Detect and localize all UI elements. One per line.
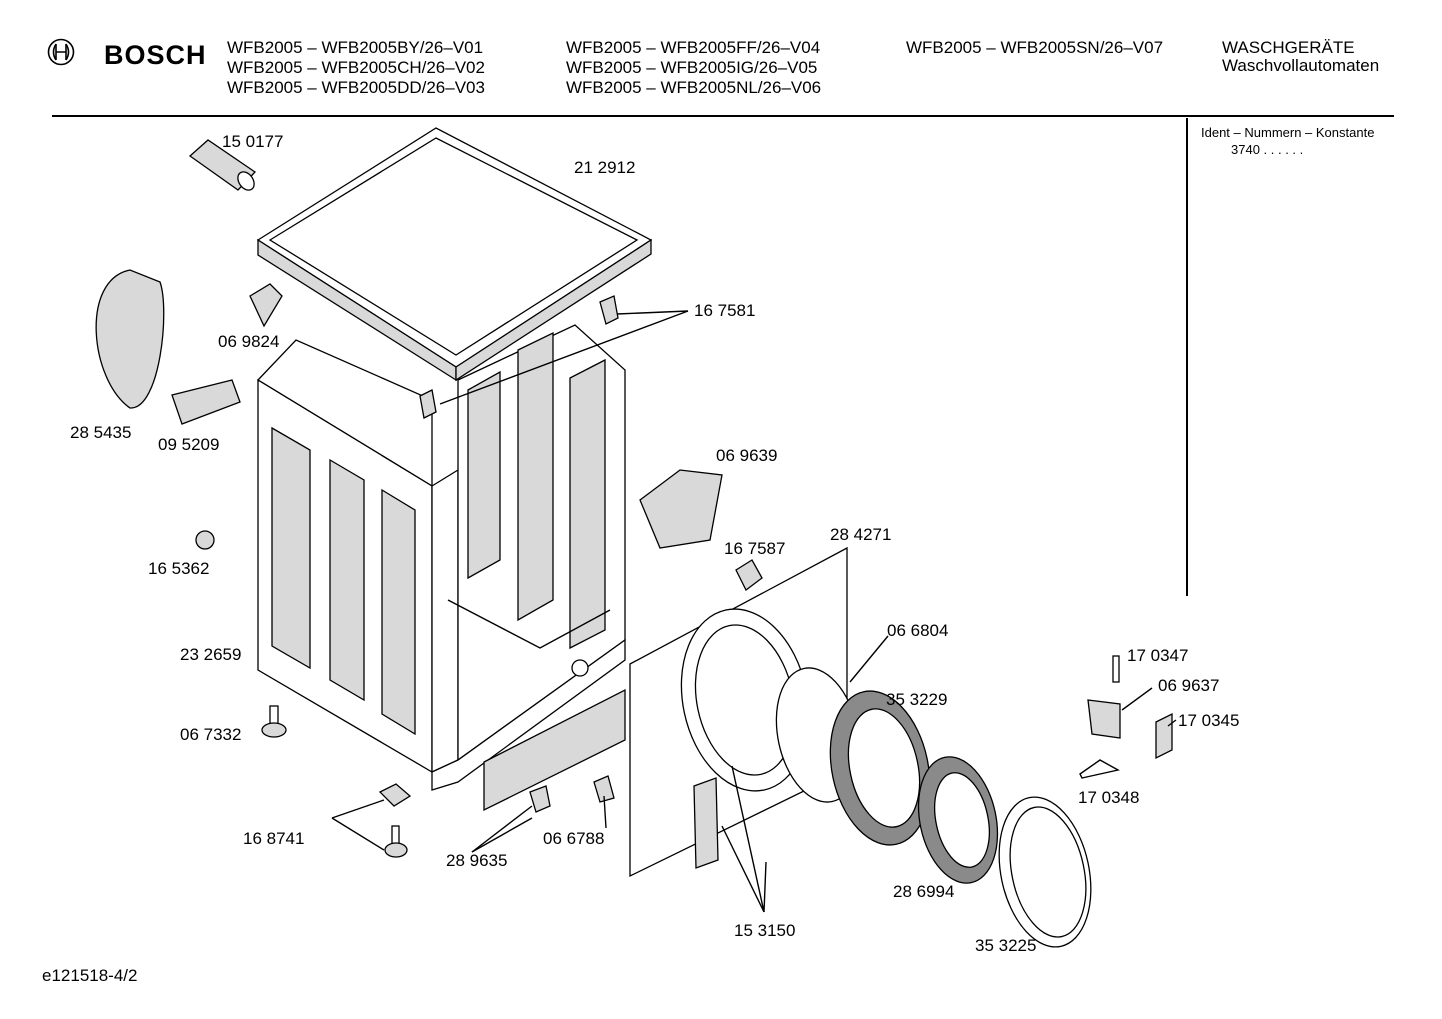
part-label: 06 6804 — [887, 621, 948, 640]
leader-lines — [331, 310, 1177, 913]
door-glass — [917, 756, 999, 884]
part-label: 28 4271 — [830, 525, 891, 544]
door-lock-069639 — [639, 469, 723, 549]
door-ring-outer — [998, 796, 1092, 948]
ident-value: 3740 . . . . . . — [1231, 142, 1304, 157]
model-line: WFB2005 – WFB2005DD/26–V03 — [227, 78, 485, 97]
part-label: 06 9637 — [1158, 676, 1219, 695]
kickplate — [483, 688, 626, 812]
part-label: 16 5362 — [148, 559, 209, 578]
door-frame-inner — [829, 690, 931, 846]
catch-170345 — [1155, 712, 1173, 760]
part-label: 15 0177 — [222, 132, 283, 151]
spring-loop — [95, 269, 165, 409]
part-label: 06 9824 — [218, 332, 279, 351]
model-line: WFB2005 – WFB2005CH/26–V02 — [227, 58, 485, 77]
spring-170348 — [1079, 759, 1120, 779]
part-label: 17 0348 — [1078, 788, 1139, 807]
part-label: 23 2659 — [180, 645, 241, 664]
part-label: 21 2912 — [574, 158, 635, 177]
header-divider — [52, 115, 1394, 117]
drawing-id: e121518-4/2 — [42, 966, 138, 985]
foot-067332 — [261, 705, 287, 738]
clip-167581-a — [599, 295, 619, 325]
part-label: 35 3229 — [886, 690, 947, 709]
category-title: WASCHGERÄTE — [1222, 38, 1355, 57]
hinge-153150 — [693, 777, 719, 869]
cap-165362 — [195, 530, 215, 550]
pin-170347 — [1112, 655, 1120, 683]
part-label: 15 3150 — [734, 921, 795, 940]
part-label: 17 0347 — [1127, 646, 1188, 665]
model-line: WFB2005 – WFB2005NL/26–V06 — [566, 78, 822, 97]
model-line: WFB2005 – WFB2005SN/26–V07 — [906, 38, 1164, 57]
part-label: 17 0345 — [1178, 711, 1239, 730]
bosch-logo-icon — [47, 38, 75, 66]
brand-name: BOSCH — [104, 40, 207, 70]
part-label: 28 9635 — [446, 851, 507, 870]
part-label: 28 5435 — [70, 423, 131, 442]
side-divider — [1186, 118, 1188, 596]
ident-label: Ident – Nummern – Konstante — [1201, 125, 1375, 140]
subcategory-title: Waschvollautomaten — [1222, 56, 1380, 75]
part-label: 16 7581 — [694, 301, 755, 320]
model-line: WFB2005 – WFB2005BY/26–V01 — [227, 38, 484, 57]
front-panel — [629, 546, 848, 878]
clip-167581-b — [419, 389, 437, 419]
foot-168741 — [384, 825, 408, 858]
handle-069637 — [1087, 699, 1121, 739]
clip-095209 — [171, 379, 241, 425]
cabinet-frame — [256, 324, 626, 791]
model-line: WFB2005 – WFB2005FF/26–V04 — [566, 38, 821, 57]
hose-filter — [188, 139, 256, 191]
model-line: WFB2005 – WFB2005IG/26–V05 — [566, 58, 818, 77]
bracket-069824 — [249, 283, 283, 328]
part-label: 06 9639 — [716, 446, 777, 465]
part-label: 06 7332 — [180, 725, 241, 744]
knob-066788 — [593, 775, 615, 803]
screw-289635 — [529, 785, 551, 813]
part-label: 09 5209 — [158, 435, 219, 454]
part-label: 28 6994 — [893, 882, 954, 901]
part-label: 35 3225 — [975, 936, 1036, 955]
part-label: 06 6788 — [543, 829, 604, 848]
top-cover — [256, 127, 653, 382]
part-label: 16 7587 — [724, 539, 785, 558]
part-label: 16 8741 — [243, 829, 304, 848]
clip-167587 — [735, 559, 763, 591]
nut-168741 — [378, 783, 412, 807]
